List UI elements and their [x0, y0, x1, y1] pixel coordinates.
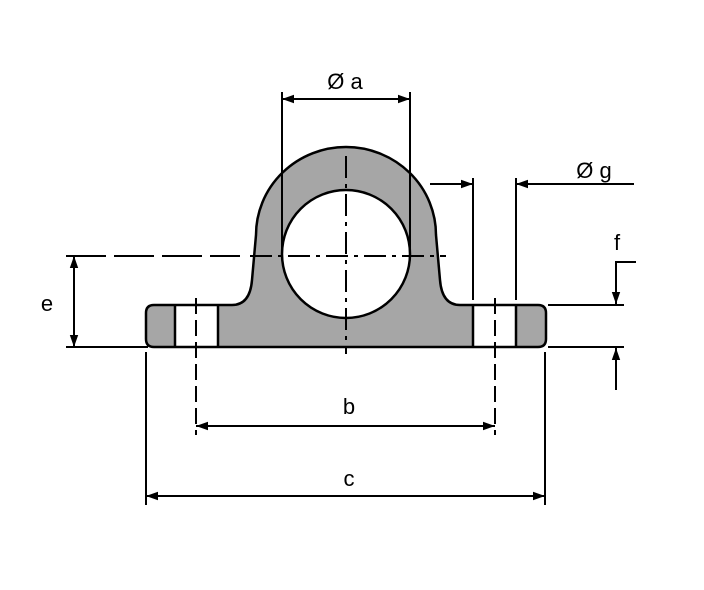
label-b: b — [343, 394, 355, 419]
label-f: f — [614, 230, 621, 255]
dimension-a — [281, 92, 411, 248]
dimension-e — [66, 255, 240, 348]
dimension-c — [145, 352, 546, 505]
bolt-hole-centerlines — [195, 298, 496, 435]
dimension-g — [430, 178, 634, 300]
dimension-f — [548, 261, 636, 390]
bore-centerlines — [250, 156, 446, 354]
label-a: Ø a — [327, 69, 363, 94]
label-g: Ø g — [576, 158, 611, 183]
label-e: e — [41, 291, 53, 316]
bolt-hole-walls — [173, 305, 518, 347]
label-c: c — [344, 466, 355, 491]
